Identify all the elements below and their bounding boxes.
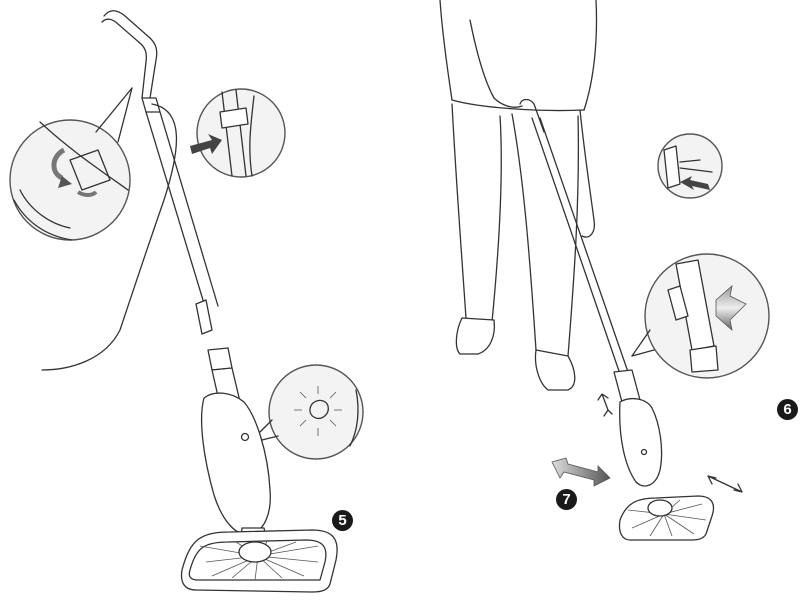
step-7-badge: 7: [556, 489, 577, 510]
step-6-badge: 6: [777, 399, 798, 420]
indicator-light-lens: [269, 365, 363, 459]
person-using-mop: [440, 0, 769, 540]
hook-detail-lens: [10, 120, 130, 240]
step-5-badge: 5: [332, 510, 353, 531]
steam-mop-left: [10, 11, 363, 592]
